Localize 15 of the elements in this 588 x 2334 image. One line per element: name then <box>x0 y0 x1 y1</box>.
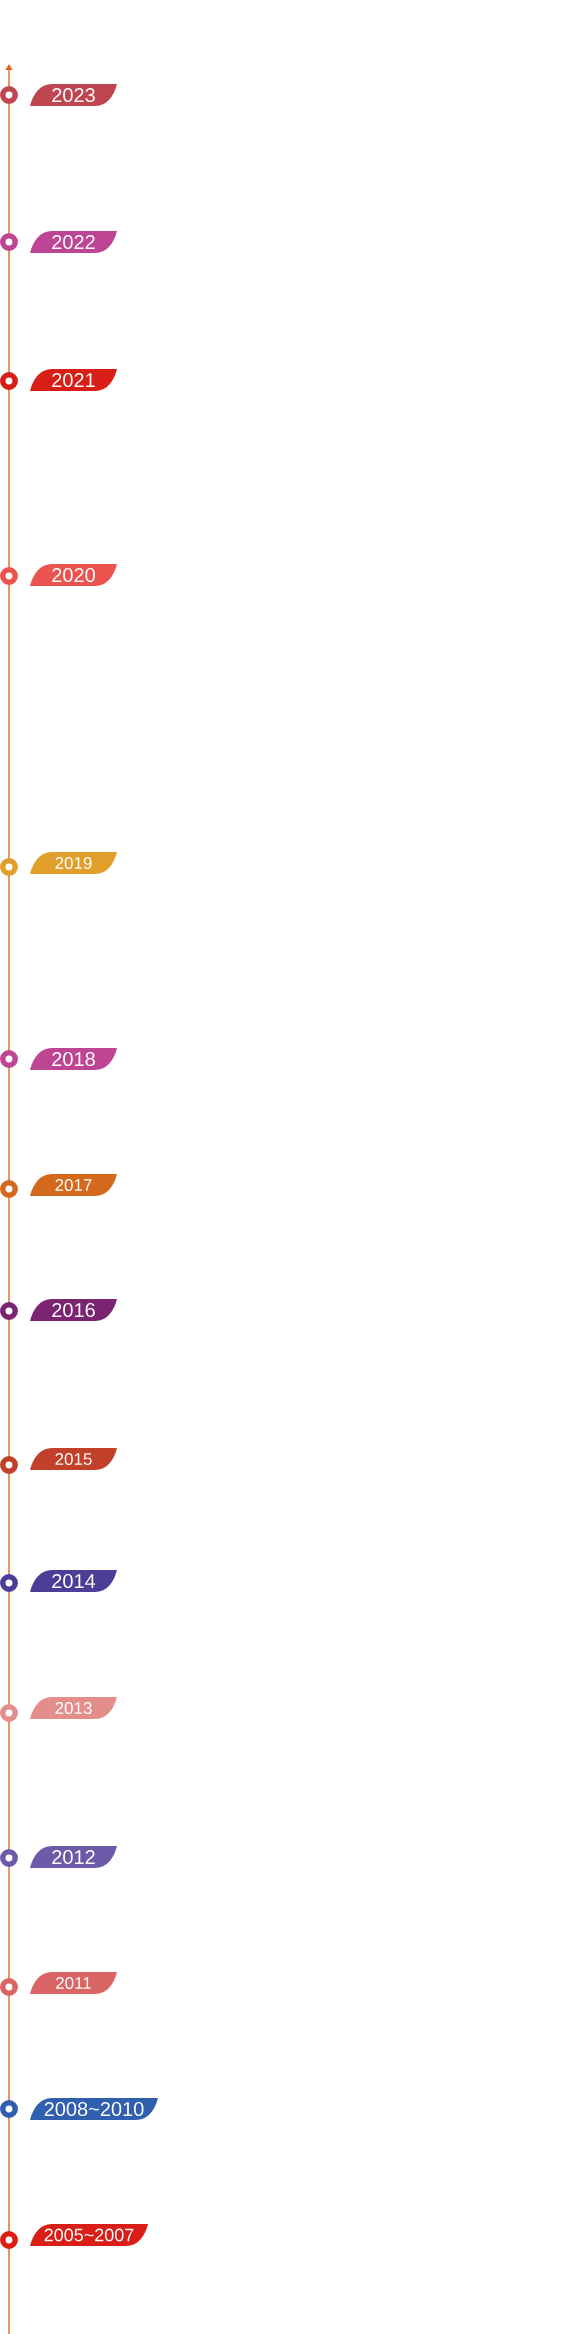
year-tag: 2018 <box>30 1048 117 1070</box>
year-tag: 2015 <box>30 1448 117 1470</box>
year-tag: 2013 <box>30 1697 117 1719</box>
year-tag: 2020 <box>30 564 117 586</box>
year-tag: 2021 <box>30 369 117 391</box>
year-tag: 2008~2010 <box>30 2098 158 2120</box>
year-tag: 2012 <box>30 1846 117 1868</box>
year-tag: 2011 <box>30 1972 117 1994</box>
year-tag: 2016 <box>30 1299 117 1321</box>
year-tag: 2005~2007 <box>30 2224 148 2246</box>
year-tag: 2017 <box>30 1174 117 1196</box>
year-tag: 2014 <box>30 1570 117 1592</box>
year-tag: 2022 <box>30 231 117 253</box>
year-tag: 2019 <box>30 852 117 874</box>
year-tag: 2023 <box>30 84 117 106</box>
